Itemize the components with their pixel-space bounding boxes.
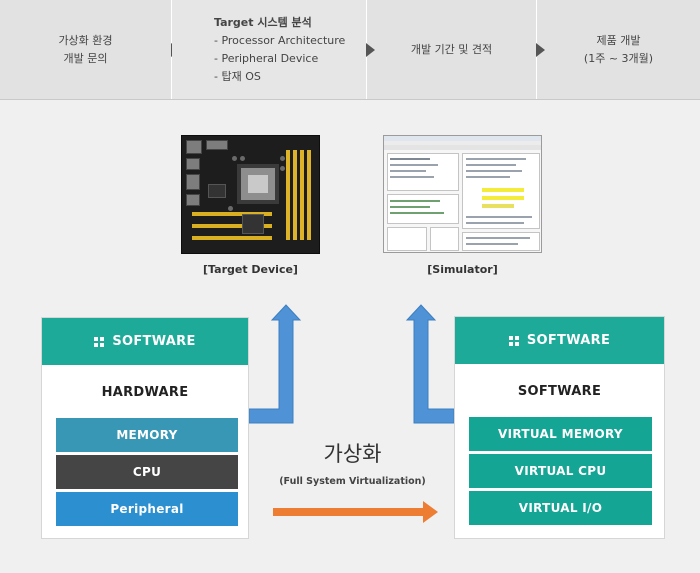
hardware-title: HARDWARE xyxy=(101,385,189,400)
cpu-socket xyxy=(237,164,279,204)
chevron-right-icon xyxy=(536,43,545,57)
virtual-memory-layer: VIRTUAL MEMORY xyxy=(469,417,652,451)
grid-icon xyxy=(94,336,105,347)
process-step-estimate: 개발 기간 및 견적 xyxy=(367,0,536,99)
step-text: - Processor Architecture xyxy=(214,33,346,47)
simulator-image xyxy=(383,135,542,253)
software-header: SOFTWARE xyxy=(455,317,664,364)
virtual-stack-box: SOFTWARE SOFTWARE VIRTUAL MEMORY VIRTUAL… xyxy=(454,316,665,539)
step-text: 가상화 환경 xyxy=(58,33,113,47)
cpu-layer: CPU xyxy=(56,455,238,489)
arrow-up-to-target xyxy=(248,304,302,424)
software-header-label: SOFTWARE xyxy=(112,334,196,349)
step-text: - Peripheral Device xyxy=(214,51,319,65)
process-step-development: 제품 개발 (1주 ~ 3개월) xyxy=(537,0,700,99)
physical-stack-box: SOFTWARE HARDWARE MEMORY CPU Peripheral xyxy=(41,317,249,539)
virtual-io-layer: VIRTUAL I/O xyxy=(469,491,652,525)
step-text: 제품 개발 xyxy=(596,33,641,47)
process-step-analysis: Target 시스템 분석 - Processor Architecture -… xyxy=(172,0,366,99)
memory-layer: MEMORY xyxy=(56,418,238,452)
software-title: SOFTWARE xyxy=(517,384,602,399)
chevron-right-icon xyxy=(366,43,375,57)
step-text: 개발 문의 xyxy=(63,51,108,65)
step-text: (1주 ~ 3개월) xyxy=(583,51,654,65)
step-text: 개발 기간 및 견적 xyxy=(410,42,493,56)
process-step-inquiry: 가상화 환경 개발 문의 xyxy=(0,0,171,99)
virtualization-title: 가상화 xyxy=(323,442,382,466)
simulator-caption: [Simulator] xyxy=(427,263,498,276)
software-header: SOFTWARE xyxy=(42,318,248,365)
target-device-image xyxy=(181,135,320,254)
arrow-right-virtualization xyxy=(273,501,438,523)
step-text: - 탑재 OS xyxy=(214,69,261,83)
peripheral-layer: Peripheral xyxy=(56,492,238,526)
virtualization-subtitle: (Full System Virtualization) xyxy=(279,476,426,487)
software-header-label: SOFTWARE xyxy=(526,333,611,348)
virtual-cpu-layer: VIRTUAL CPU xyxy=(469,454,652,488)
target-device-caption: [Target Device] xyxy=(203,263,298,276)
grid-icon xyxy=(508,335,519,346)
process-flow: 가상화 환경 개발 문의 Target 시스템 분석 - Processor A… xyxy=(0,0,700,100)
arrow-up-to-simulator xyxy=(405,304,455,424)
step-text: Target 시스템 분석 xyxy=(214,15,312,29)
